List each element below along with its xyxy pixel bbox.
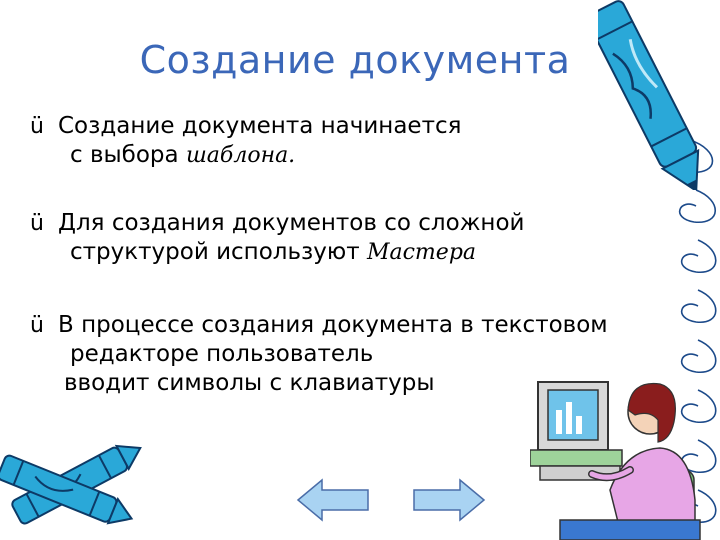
bullet-emphasis: Мастера <box>366 240 477 265</box>
bullet-line: структурой используют Мастера <box>58 238 524 267</box>
bullet-text: структурой используют <box>70 239 367 265</box>
bullet-line: Для создания документов со сложной <box>58 210 525 236</box>
bullet-line: редакторе пользователь <box>70 341 374 367</box>
bullet-item: ü Создание документа начинается с выбора… <box>30 112 462 170</box>
left-arrow-icon <box>296 478 369 522</box>
bullet-text: с выбора <box>70 142 186 168</box>
crossed-crayons-icon <box>0 444 142 525</box>
check-icon: ü <box>30 313 44 338</box>
next-slide-button[interactable] <box>412 478 486 522</box>
bullet-item: ü Для создания документов со сложной стр… <box>30 209 525 267</box>
woman-at-computer-icon <box>530 381 701 540</box>
bullet-line: вводит символы с клавиатуры <box>64 370 435 396</box>
crayon-icon <box>598 0 700 190</box>
bullet-line: В процессе создания документа в текстово… <box>58 312 608 338</box>
bullet-line: Создание документа начинается <box>58 113 462 139</box>
slide-title: Создание документа <box>139 38 571 82</box>
bullet-item: ü В процессе создания документа в тексто… <box>30 311 608 398</box>
bullet-emphasis: шаблона. <box>185 143 296 168</box>
prev-slide-button[interactable] <box>296 478 370 522</box>
check-icon: ü <box>30 211 44 236</box>
check-icon: ü <box>30 114 44 139</box>
bullet-line: с выбора шаблона. <box>58 141 461 170</box>
right-arrow-icon <box>413 478 486 522</box>
